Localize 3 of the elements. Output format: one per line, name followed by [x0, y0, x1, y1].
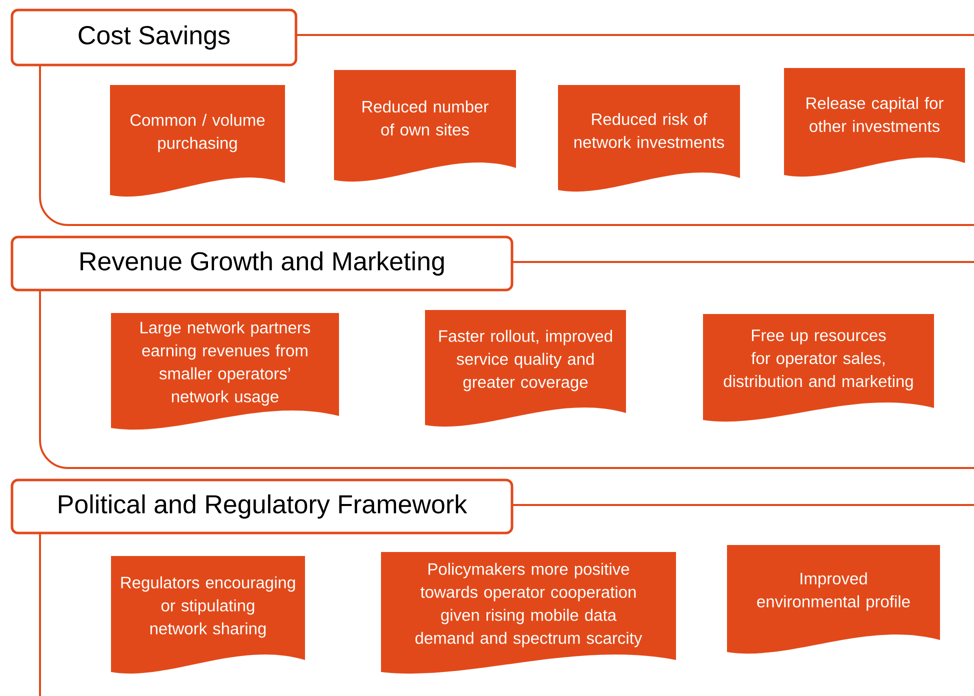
- header-box: Political and Regulatory Framework: [10, 478, 514, 534]
- header-box: Revenue Growth and Marketing: [10, 236, 514, 292]
- header-box: Cost Savings: [10, 8, 298, 66]
